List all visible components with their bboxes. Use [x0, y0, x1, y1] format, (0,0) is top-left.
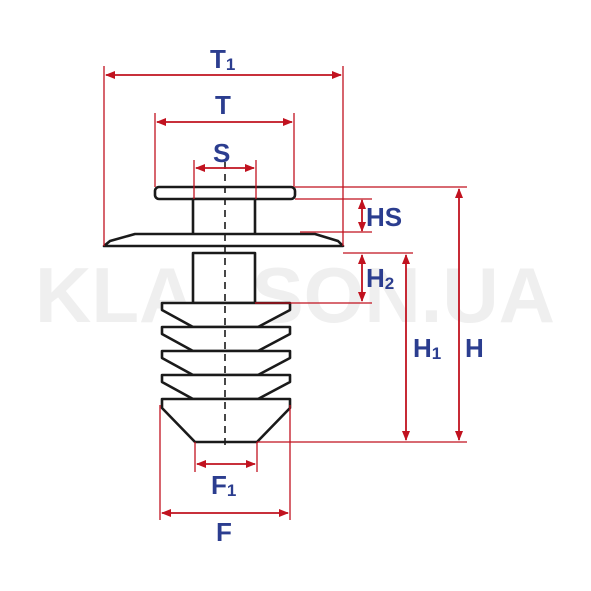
umbrella-flange — [102, 232, 345, 248]
label-s: S — [213, 138, 230, 168]
dimension-labels: T1 T S HS H2 H1 H F1 F — [210, 44, 484, 547]
fin-tip — [160, 397, 292, 444]
label-hs: HS — [366, 202, 402, 232]
dimension-lines — [105, 71, 463, 517]
clip-drawing — [102, 162, 345, 446]
fin-2 — [160, 325, 292, 353]
label-f: F — [216, 517, 232, 547]
fin-4 — [160, 373, 292, 401]
fin-3 — [160, 349, 292, 377]
label-f1: F1 — [211, 470, 236, 500]
watermark-text: KLAKSON.UA — [35, 251, 555, 339]
label-h2: H2 — [366, 263, 394, 293]
extension-lines — [103, 66, 467, 520]
label-h: H — [465, 333, 484, 363]
neck — [191, 197, 257, 238]
label-t1: T1 — [210, 44, 235, 74]
label-h1: H1 — [413, 333, 441, 363]
label-t: T — [215, 90, 231, 120]
shank — [191, 251, 257, 305]
